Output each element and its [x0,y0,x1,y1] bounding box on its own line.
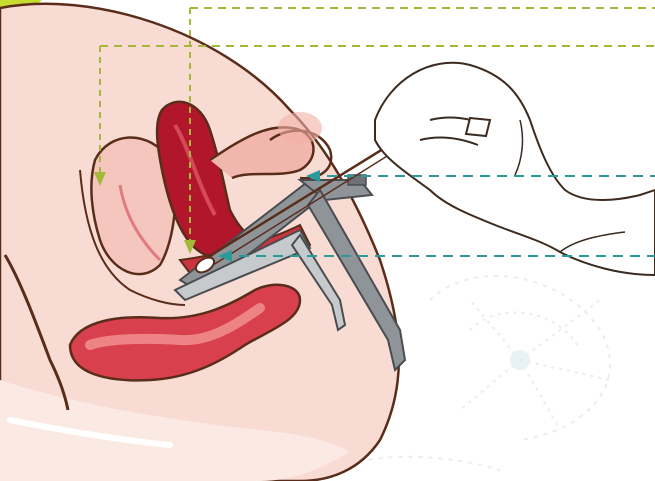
organ-shadow [278,112,322,144]
gloved-hand-icon [375,63,655,275]
